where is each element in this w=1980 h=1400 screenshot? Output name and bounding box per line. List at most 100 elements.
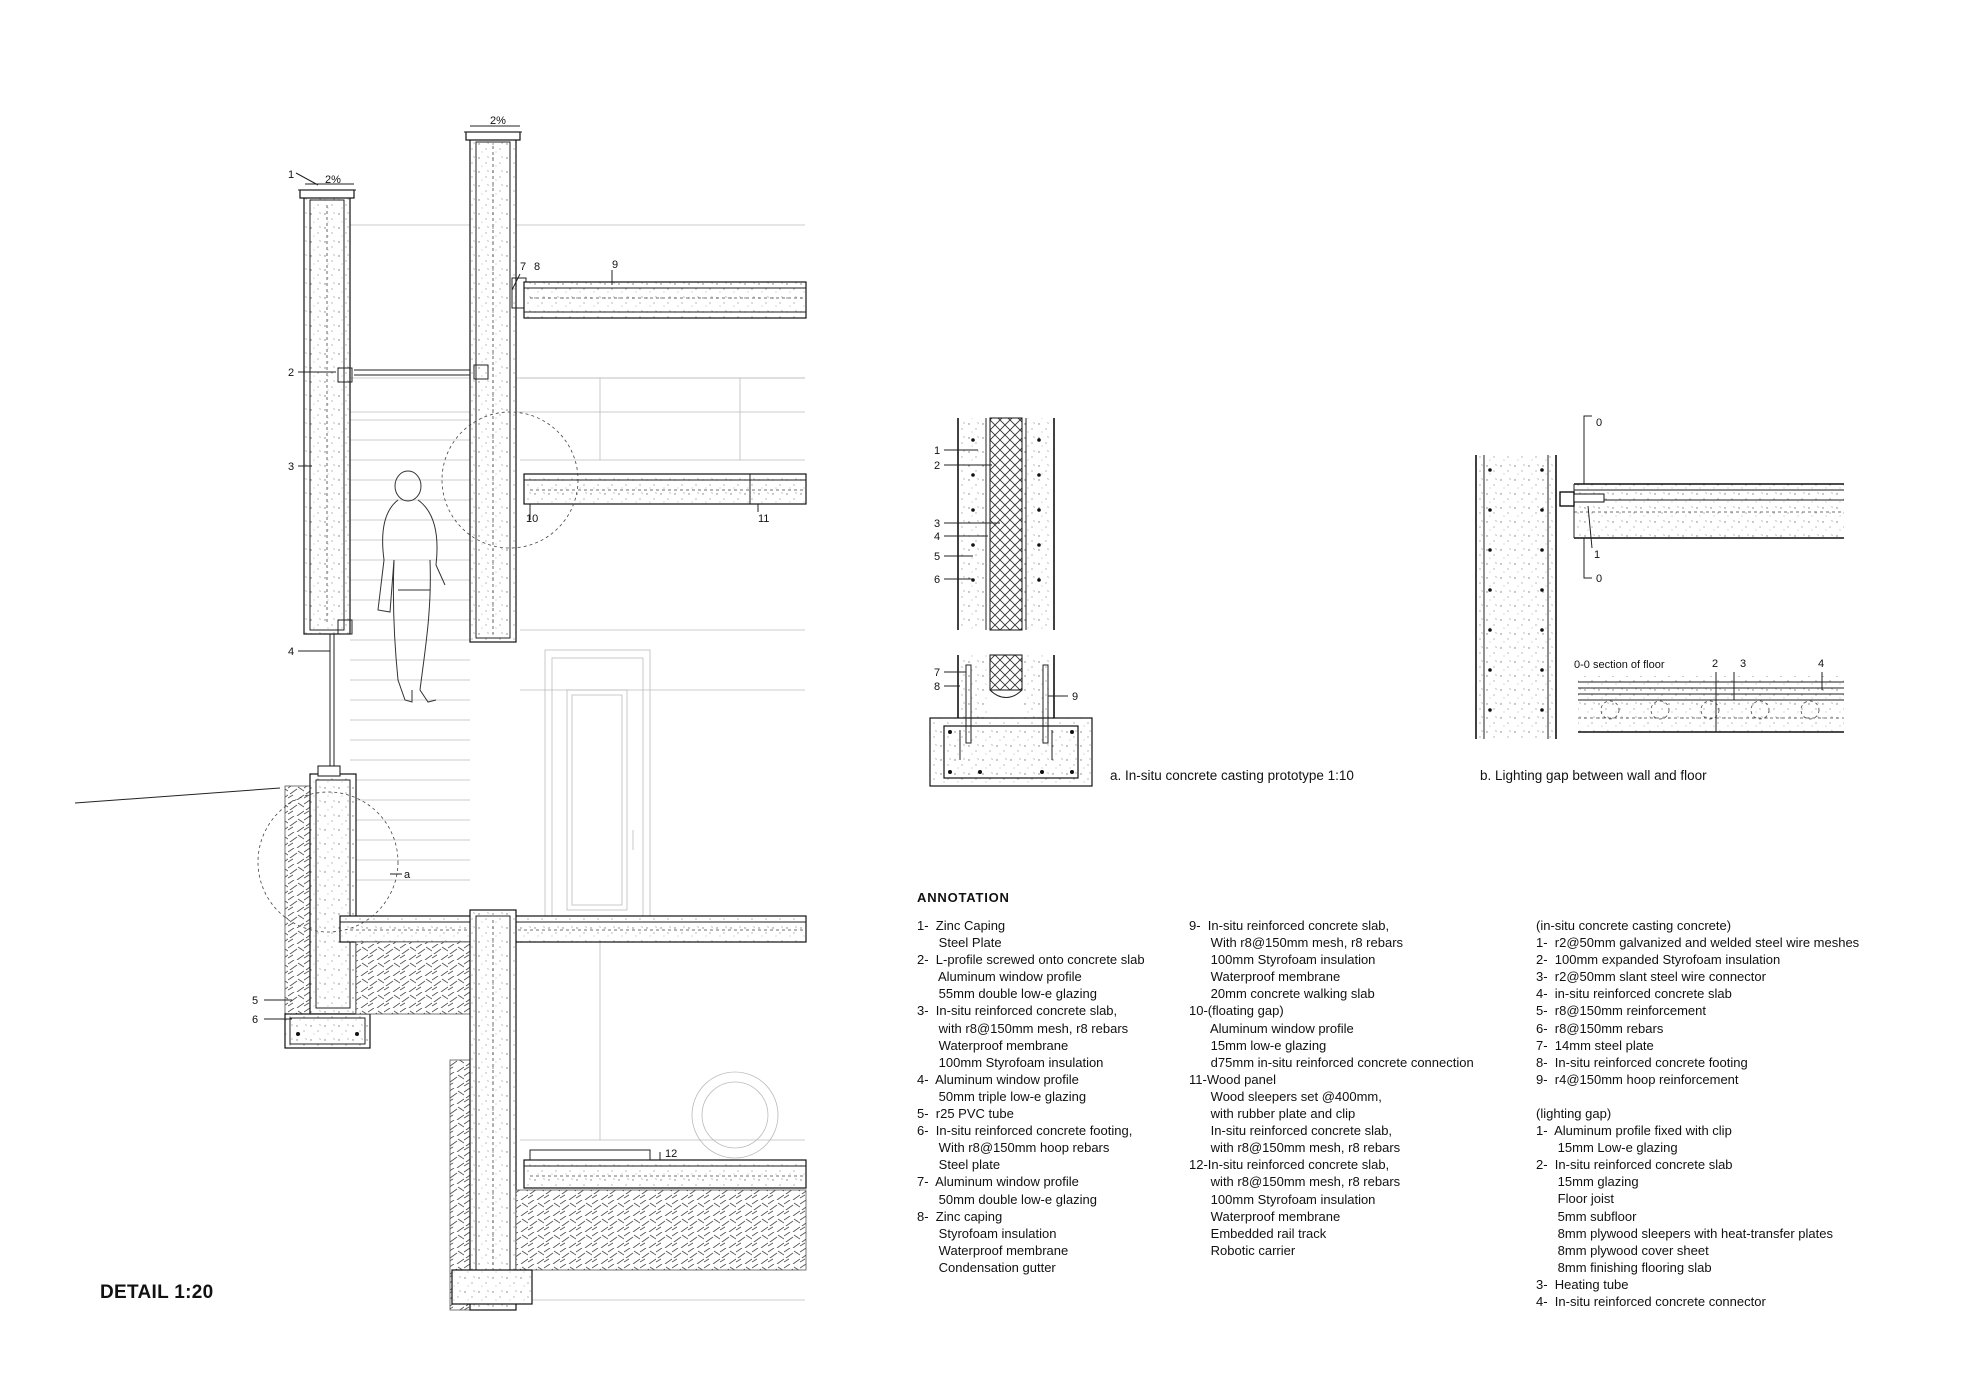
annotation-line: 10-(floating gap): [1189, 1003, 1284, 1019]
annotation-line: 4- Aluminum window profile: [917, 1071, 1079, 1087]
annotation-line: d75mm in-situ reinforced concrete connec…: [1189, 1054, 1474, 1070]
annotation-line: Waterproof membrane: [1189, 969, 1341, 985]
annotation-line: 8mm plywood cover sheet: [1536, 1242, 1709, 1258]
drawing-title: DETAIL 1:20: [100, 1282, 214, 1303]
main-callout-4: 4: [288, 646, 294, 658]
detail-a-callout-1: 1: [934, 445, 940, 457]
detail-b-callout-3: 3: [1740, 658, 1746, 670]
annotation-line: 20mm concrete walking slab: [1189, 986, 1375, 1002]
left-wall-lower: [284, 765, 807, 1049]
main-section: 2% 2% 1 2 3 4 5 6 7 8 9 10 11 12 a: [74, 115, 807, 1311]
annotation-line: [1536, 1088, 1859, 1105]
detail-circle-10: [441, 411, 579, 549]
detail-a-callout-6: 6: [934, 574, 940, 586]
detail-a-callout-5: 5: [934, 551, 940, 563]
left-wall-upper: [298, 189, 356, 768]
annotation-line: 5- r8@150mm reinforcement: [1536, 1003, 1706, 1019]
annotation-line: 1- Zinc Caping: [917, 918, 1006, 933]
detail-a-callout-2: 2: [934, 460, 940, 472]
detail-b-callout-1: 1: [1594, 549, 1600, 561]
detail-a-callout-4: 4: [934, 531, 940, 543]
main-callout-9: 9: [612, 259, 618, 271]
main-callout-11: 11: [758, 513, 769, 525]
detail-a: [929, 417, 1093, 787]
annotation-line: Styrofoam insulation: [917, 1225, 1057, 1241]
annotation-line: 5- r25 PVC tube: [917, 1106, 1014, 1122]
detail-b-callout-4: 4: [1818, 658, 1824, 670]
main-callout-6: 6: [252, 1014, 258, 1026]
main-callout-5: 5: [252, 995, 258, 1007]
annotation-line: 100mm Styrofoam insulation: [1189, 1191, 1376, 1207]
detail-b-caption: b. Lighting gap between wall and floor: [1480, 768, 1707, 783]
annotation-line: 100mm Styrofoam insulation: [917, 1054, 1104, 1070]
annotation-line: with r8@150mm mesh, r8 rebars: [1189, 1140, 1401, 1156]
annotation-line: 8- In-situ reinforced concrete footing: [1536, 1054, 1748, 1070]
annotation-line: 100mm Styrofoam insulation: [1189, 952, 1376, 968]
annotation-line: Aluminum window profile: [1189, 1020, 1354, 1036]
detail-b: [1475, 415, 1844, 739]
annotation-line: Waterproof membrane: [917, 1242, 1069, 1258]
slope-label-2: 2%: [490, 115, 506, 127]
annotation-line: 3- r2@50mm slant steel wire connector: [1536, 969, 1766, 985]
annotation-line: 15mm low-e glazing: [1189, 1037, 1327, 1053]
main-callout-1: 1: [288, 169, 294, 181]
annotation-line: 15mm glazing: [1536, 1174, 1639, 1190]
main-callout-8: 8: [534, 261, 540, 273]
annotation-line: 1- r2@50mm galvanized and welded steel w…: [1536, 935, 1860, 951]
annotation-line: With r8@150mm mesh, r8 rebars: [1189, 935, 1404, 951]
annotation-line: 8mm plywood sleepers with heat-transfer …: [1536, 1225, 1833, 1241]
annotation-line: with rubber plate and clip: [1189, 1106, 1356, 1122]
annotation-line: In-situ reinforced concrete slab,: [1189, 1123, 1393, 1139]
annotation-line: 2- L-profile screwed onto concrete slab: [917, 952, 1145, 968]
annotation-line: 2- 100mm expanded Styrofoam insulation: [1536, 952, 1781, 968]
annotation-heading: ANNOTATION: [917, 890, 1010, 905]
annotation-line: Waterproof membrane: [917, 1037, 1069, 1053]
annotation-line: 4- In-situ reinforced concrete connector: [1536, 1293, 1766, 1309]
annotation-line: Steel Plate: [917, 935, 1002, 951]
annotation-line: Floor joist: [1536, 1191, 1615, 1207]
callout-leaders: [264, 172, 759, 1160]
annotation-line: Embedded rail track: [1189, 1225, 1327, 1241]
annotation-line: With r8@150mm hoop rebars: [917, 1140, 1110, 1156]
main-callout-3: 3: [288, 461, 294, 473]
detail-b-section-label: 0-0 section of floor: [1574, 659, 1665, 671]
annotation-line: with r8@150mm mesh, r8 rebars: [917, 1020, 1129, 1036]
detail-b-callout-0-top: 0: [1596, 417, 1602, 429]
annotation-line: (lighting gap): [1536, 1105, 1612, 1121]
middle-slab: [523, 473, 807, 505]
annotation-line: Robotic carrier: [1189, 1242, 1296, 1258]
annotation-line: Wood sleepers set @400mm,: [1189, 1088, 1382, 1104]
annotation-column-3: (in-situ concrete casting concrete)1- r2…: [1536, 917, 1859, 1310]
annotation-line: with r8@150mm mesh, r8 rebars: [1189, 1174, 1401, 1190]
main-callout-12: 12: [665, 1148, 677, 1160]
round-window: [691, 1071, 779, 1159]
slope-label-1: 2%: [325, 174, 341, 186]
annotation-line: 2- In-situ reinforced concrete slab: [1536, 1157, 1733, 1173]
annotation-line: 8mm finishing flooring slab: [1536, 1259, 1712, 1275]
annotation-line: 6- r8@150mm rebars: [1536, 1020, 1664, 1036]
annotation-line: Aluminum window profile: [917, 969, 1082, 985]
annotation-line: 11-Wood panel: [1189, 1071, 1276, 1087]
detail-a-callout-9: 9: [1072, 691, 1078, 703]
slope-markers: [305, 125, 520, 185]
door-elevation: [544, 649, 651, 931]
ground-line: [74, 787, 281, 804]
annotation-line: 50mm double low-e glazing: [917, 1191, 1097, 1207]
main-callout-2: 2: [288, 367, 294, 379]
detail-a-caption: a. In-situ concrete casting prototype 1:…: [1110, 768, 1354, 783]
annotation-line: 50mm triple low-e glazing: [917, 1088, 1087, 1104]
detail-a-callout-8: 8: [934, 681, 940, 693]
right-wall-upper: [464, 131, 527, 643]
basement-wall: [449, 909, 807, 1311]
annotation-line: 7- Aluminum window profile: [917, 1174, 1079, 1190]
main-callout-7: 7: [520, 261, 526, 273]
annotation-line: 3- In-situ reinforced concrete slab,: [917, 1003, 1118, 1019]
annotation-line: 55mm double low-e glazing: [917, 986, 1097, 1002]
main-callout-a: a: [404, 869, 411, 881]
annotation-line: 9- In-situ reinforced concrete slab,: [1189, 918, 1390, 933]
annotation-line: 9- r4@150mm hoop reinforcement: [1536, 1071, 1739, 1087]
roof-slab: [354, 281, 807, 376]
detail-b-callout-0-bottom: 0: [1596, 573, 1602, 585]
